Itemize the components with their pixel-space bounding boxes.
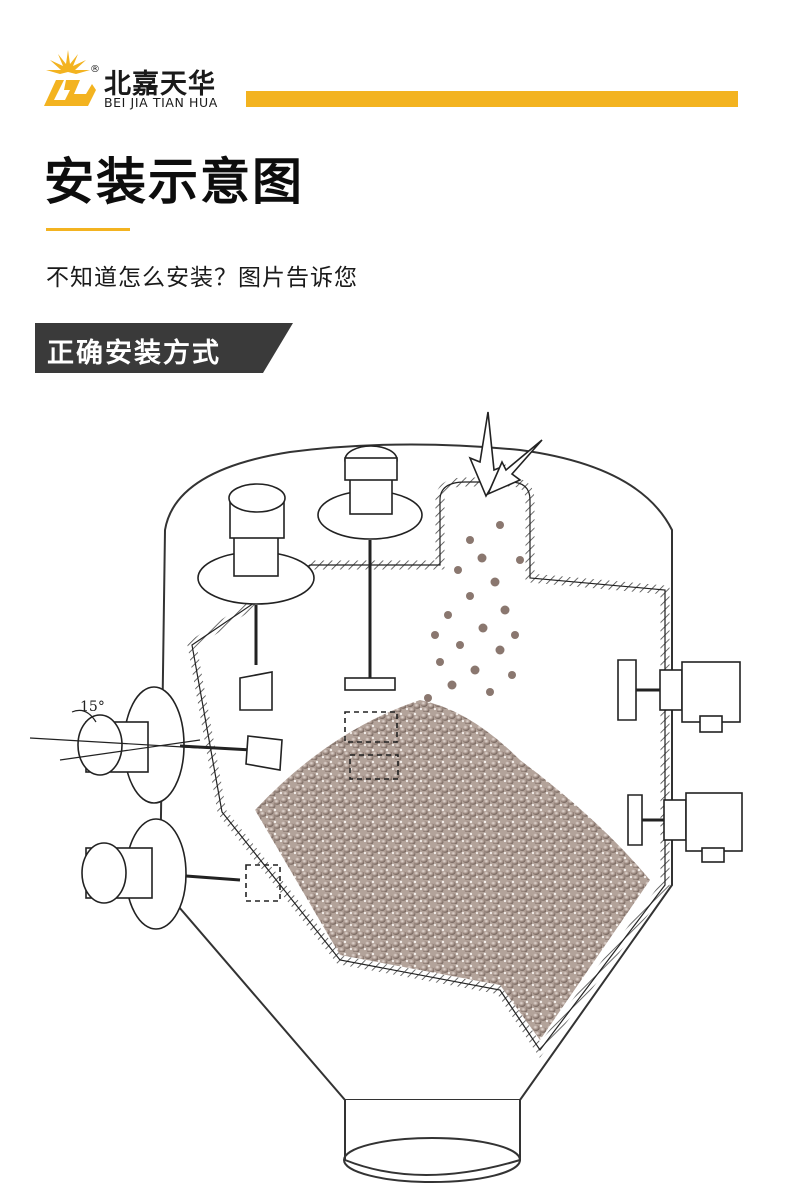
star-burst-logo-icon	[44, 50, 96, 106]
section-label: 正确安装方式	[47, 338, 221, 369]
right-side-level-switch-upper	[617, 659, 741, 733]
right-side-level-switch-lower	[627, 792, 743, 863]
feed-arrow-icon	[468, 411, 543, 498]
page-subtitle: 不知道怎么安装？图片告诉您	[46, 265, 358, 291]
silo-installation-diagram: 15°	[29, 411, 743, 1183]
brand-name-en: BEI JIA TIAN HUA	[104, 95, 218, 110]
brand-logo[interactable]: ® 北嘉天华 BEI JIA TIAN HUA	[40, 50, 240, 110]
threaded-level-switch	[197, 483, 315, 711]
title-underline	[46, 228, 130, 231]
top-mounted-level-switch	[317, 445, 423, 780]
brand-name-cn: 北嘉天华	[104, 69, 216, 100]
side-mounted-level-switch-lower	[81, 818, 281, 930]
material-pile	[255, 521, 650, 1040]
side-mounted-level-switch-angled: 15°	[29, 686, 283, 804]
header-accent-bar	[246, 91, 738, 107]
section-tab: 正确安装方式	[35, 323, 293, 373]
angle-label: 15°	[80, 699, 105, 715]
page-title: 安装示意图	[44, 153, 304, 211]
section-tab-shape	[35, 323, 293, 373]
registered-mark: ®	[90, 64, 100, 75]
header: ® 北嘉天华 BEI JIA TIAN HUA	[0, 0, 790, 120]
